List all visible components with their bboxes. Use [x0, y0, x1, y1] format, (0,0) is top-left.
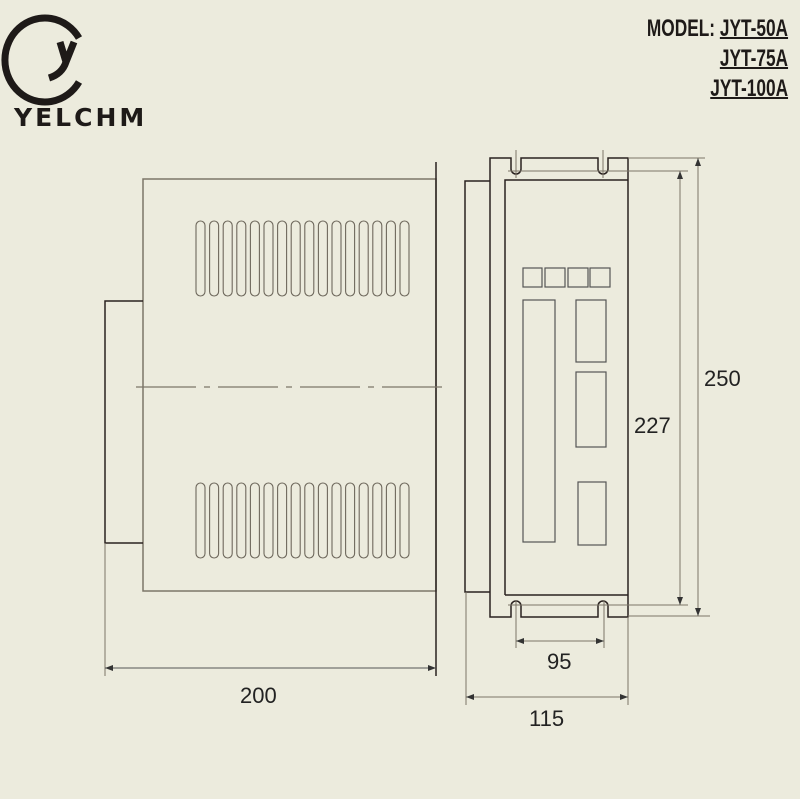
- vent-slot: [195, 482, 206, 559]
- model-1: JYT-50A: [719, 15, 788, 42]
- connector-2: [575, 371, 607, 448]
- connector-3: [577, 481, 607, 546]
- dim-label-200: 200: [240, 683, 277, 708]
- model-3: JYT-100A: [710, 75, 788, 102]
- model-2: JYT-75A: [719, 45, 788, 72]
- dim-label-227: 227: [634, 413, 671, 438]
- vent-slot: [304, 482, 315, 559]
- vent-slots-top: [195, 220, 410, 297]
- vent-slot: [345, 220, 356, 297]
- side-bracket: [104, 300, 143, 544]
- led-4: [589, 267, 611, 288]
- front-view: [464, 150, 710, 705]
- vent-slots-bottom: [195, 482, 410, 559]
- vent-slot: [236, 482, 247, 559]
- dim-label-95: 95: [547, 649, 572, 674]
- vent-slot: [317, 482, 328, 559]
- logo-icon: [1, 14, 83, 106]
- led-1: [522, 267, 543, 288]
- led-2: [544, 267, 566, 288]
- vent-slot: [195, 220, 206, 297]
- vent-slot: [277, 220, 288, 297]
- mounting-plate: [489, 157, 629, 618]
- model-label: MODEL:: [646, 15, 715, 42]
- side-view: [104, 162, 445, 676]
- vent-slot: [249, 220, 260, 297]
- vent-slot: [290, 482, 301, 559]
- model-list: MODEL: JYT-50A JYT-75A JYT-100A: [647, 14, 788, 104]
- brand-name: YELCHM: [14, 103, 148, 132]
- terminal-block: [522, 299, 556, 543]
- vent-slot: [358, 482, 369, 559]
- vent-slot: [372, 482, 383, 559]
- vent-slot: [317, 220, 328, 297]
- dim-label-115: 115: [529, 706, 565, 731]
- vent-slot: [277, 482, 288, 559]
- vent-slot: [358, 220, 369, 297]
- vent-slot: [345, 482, 356, 559]
- vent-slot: [209, 220, 220, 297]
- vent-slot: [331, 482, 342, 559]
- vent-slot: [399, 482, 410, 559]
- vent-slot: [385, 220, 396, 297]
- connector-1: [575, 299, 607, 363]
- vent-slot: [304, 220, 315, 297]
- led-3: [567, 267, 589, 288]
- vent-slot: [263, 482, 274, 559]
- dim-label-250: 250: [704, 366, 741, 391]
- vent-slot: [249, 482, 260, 559]
- vent-slot: [263, 220, 274, 297]
- vent-slot: [236, 220, 247, 297]
- vent-slot: [222, 482, 233, 559]
- vent-slot: [399, 220, 410, 297]
- vent-slot: [372, 220, 383, 297]
- vent-slot: [331, 220, 342, 297]
- vent-slot: [222, 220, 233, 297]
- vent-slot: [385, 482, 396, 559]
- vent-slot: [290, 220, 301, 297]
- side-housing: [142, 178, 437, 592]
- vent-slot: [209, 482, 220, 559]
